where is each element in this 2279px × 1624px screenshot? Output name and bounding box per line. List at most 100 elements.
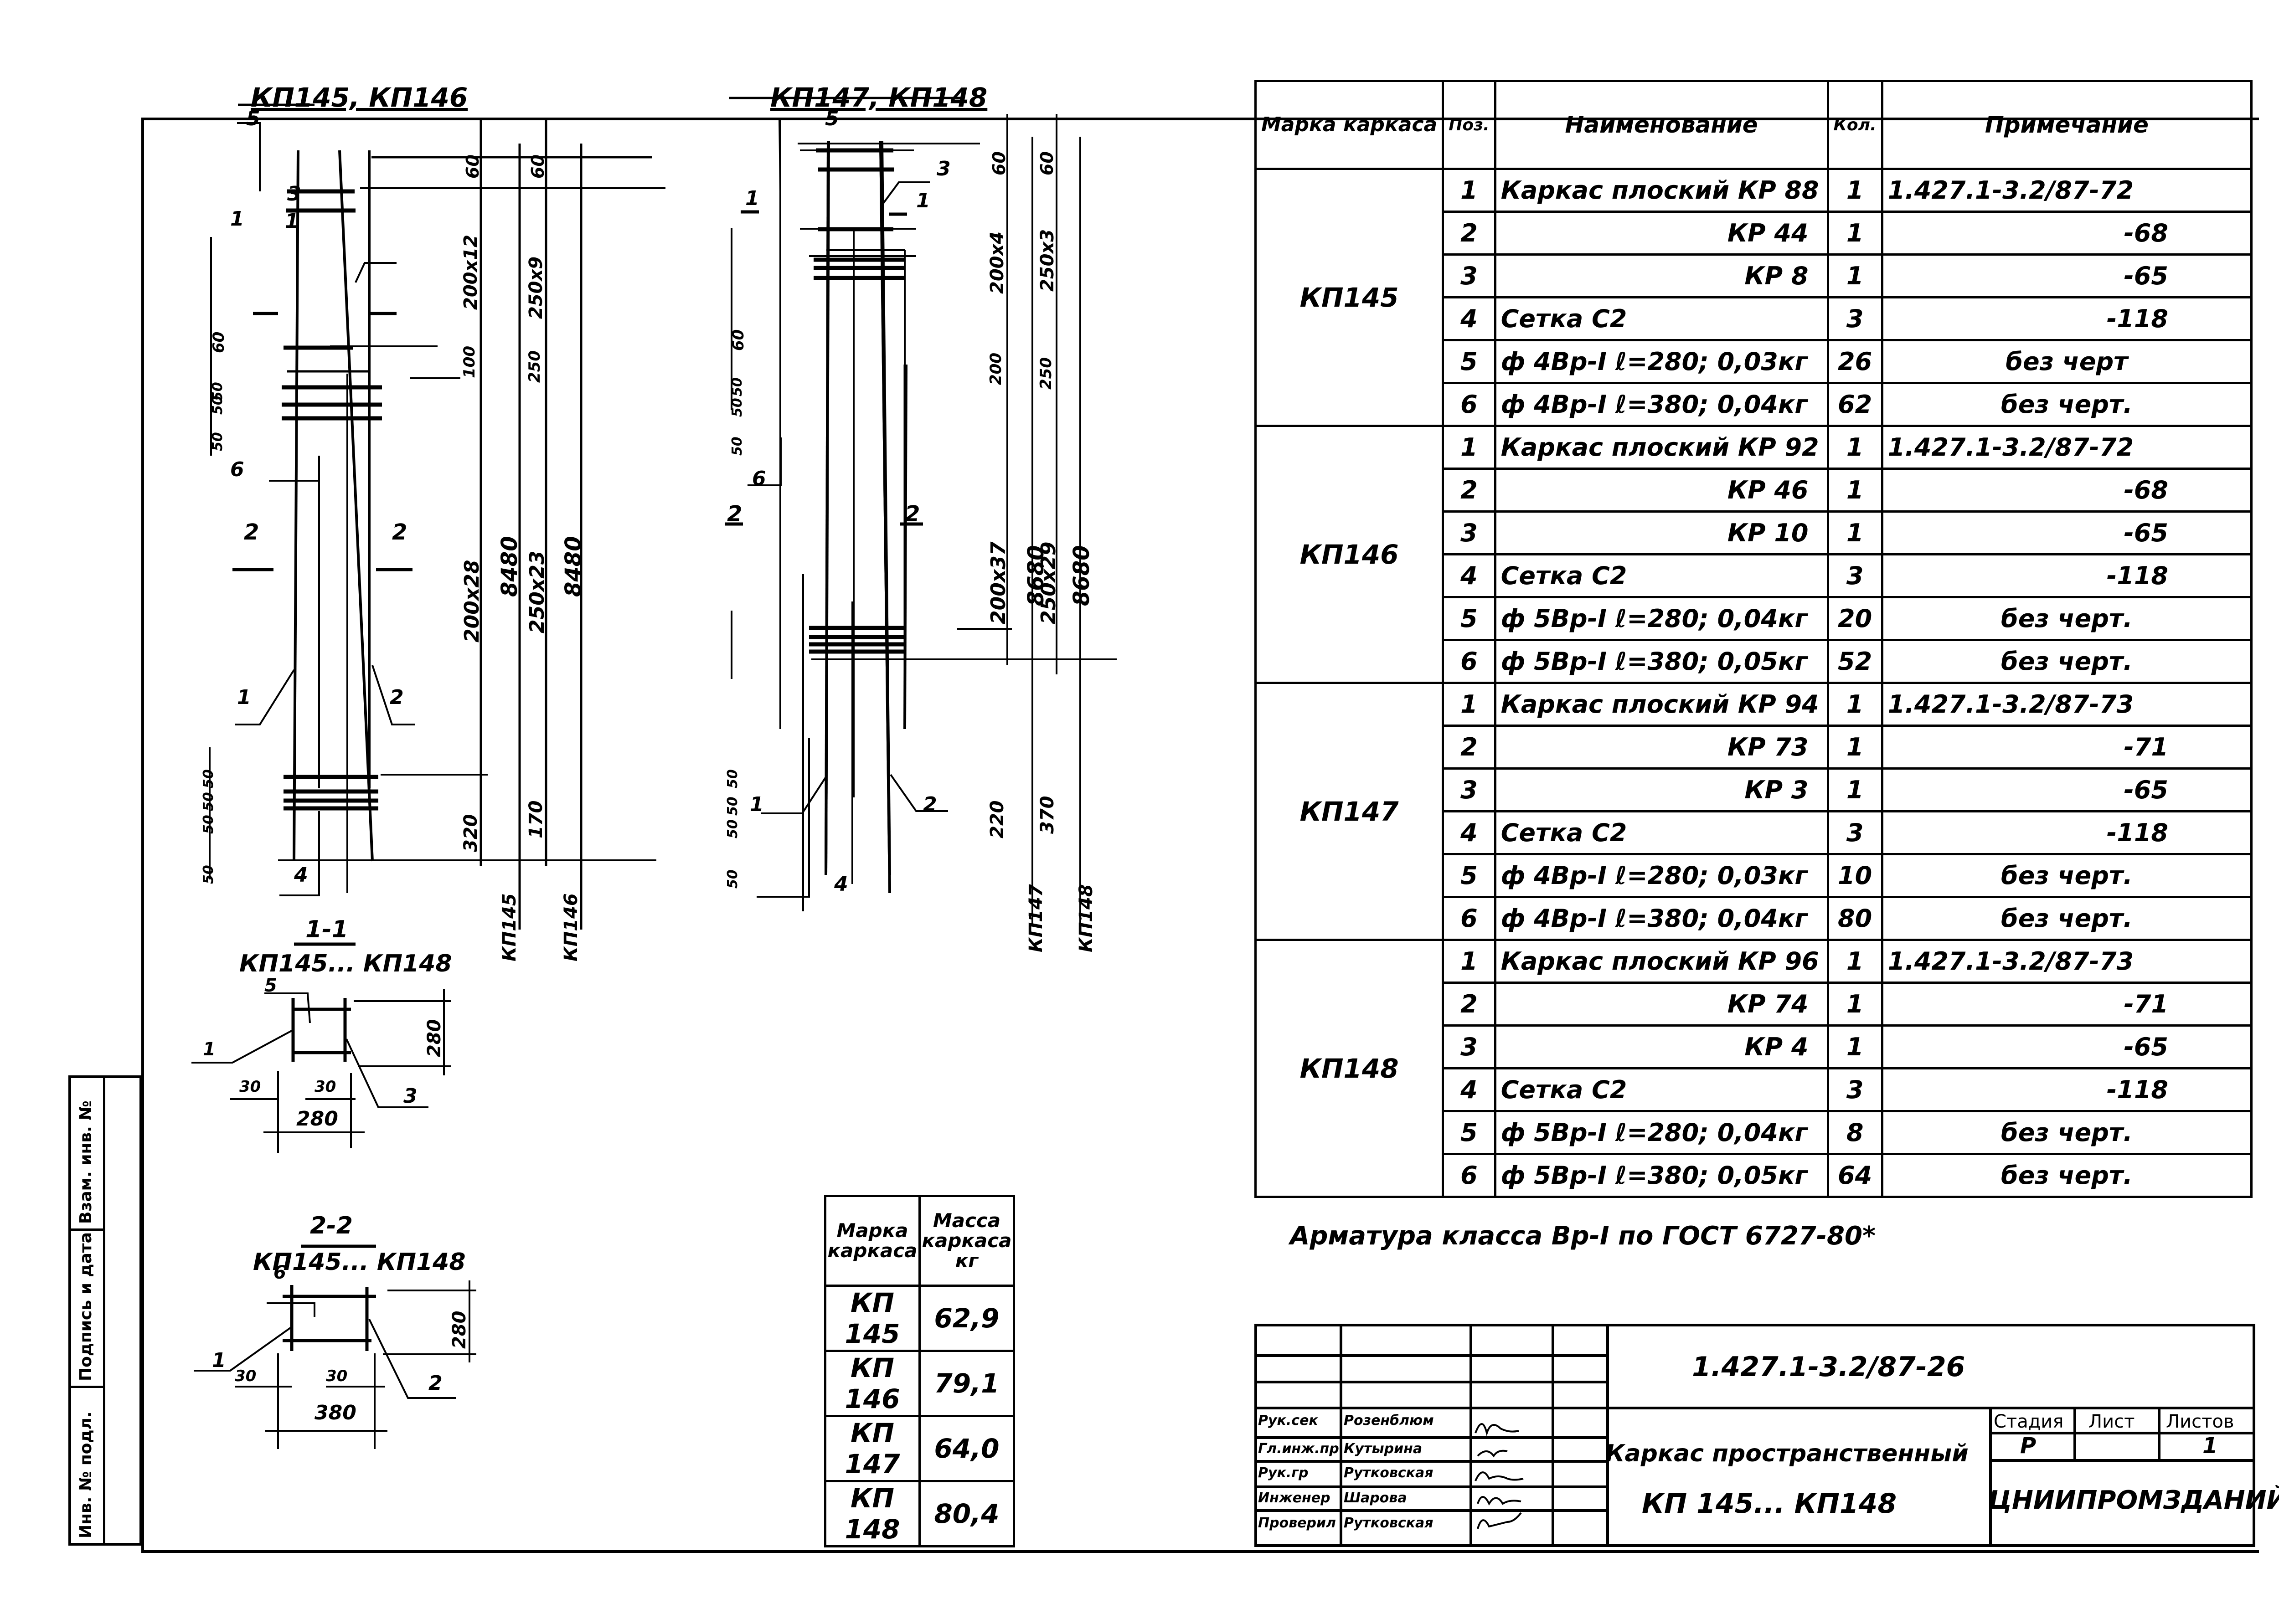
spec-qty: 1 bbox=[1826, 425, 1883, 470]
spec-frame-mark: КП147 bbox=[1254, 682, 1444, 941]
spec-pos: 2 bbox=[1442, 468, 1496, 513]
spec-header-mark: Марка каркаса bbox=[1254, 80, 1444, 170]
right-elevation-title: КП147, КП148 bbox=[770, 82, 988, 113]
spec-name: Сетка С2 bbox=[1494, 810, 1829, 855]
spec-pos: 2 bbox=[1442, 982, 1496, 1027]
spec-pos: 6 bbox=[1442, 1153, 1496, 1198]
section-1-callout-5: 5 bbox=[264, 975, 277, 996]
spec-name: ф 5Вр-I ℓ=380; 0,05кг bbox=[1494, 1153, 1829, 1198]
spec-header-name: Наименование bbox=[1494, 80, 1829, 170]
spec-note: без черт. bbox=[1881, 382, 2253, 427]
spec-note: без черт bbox=[1881, 339, 2253, 384]
section-mark-2-left: 2 bbox=[244, 519, 259, 545]
stage-header: Стадия bbox=[1994, 1411, 2064, 1432]
section-2-callout-6: 6 bbox=[273, 1262, 286, 1283]
spec-name: КР 8 bbox=[1494, 253, 1829, 298]
spec-name: КР 46 bbox=[1494, 468, 1829, 513]
spec-name: ф 5Вр-I ℓ=380; 0,05кг bbox=[1494, 639, 1829, 684]
spec-name: КР 10 bbox=[1494, 510, 1829, 555]
spec-header-qty: Кол. bbox=[1826, 80, 1883, 170]
section-1-title: 1-1 bbox=[305, 916, 348, 943]
section-1-callout-1: 1 bbox=[203, 1039, 216, 1060]
spec-pos: 5 bbox=[1442, 339, 1496, 384]
left-elevation-graphic bbox=[209, 103, 665, 930]
spec-note: -71 bbox=[1881, 982, 2253, 1027]
spec-pos: 3 bbox=[1442, 767, 1496, 812]
spec-name: Каркас плоский КР 94 bbox=[1494, 682, 1829, 727]
signature-role: Гл.инж.пр bbox=[1258, 1441, 1339, 1457]
spec-qty: 10 bbox=[1826, 853, 1883, 898]
mass-mark: КП 148 bbox=[824, 1480, 921, 1547]
spec-pos: 1 bbox=[1442, 939, 1496, 984]
spec-note: -68 bbox=[1881, 468, 2253, 513]
spec-note: -65 bbox=[1881, 767, 2253, 812]
spec-name: КР 3 bbox=[1494, 767, 1829, 812]
spec-qty: 1 bbox=[1826, 510, 1883, 555]
stamp-cell-original-inv: Инв. № подл. bbox=[71, 1388, 105, 1543]
section-1-callout-3: 3 bbox=[403, 1084, 418, 1108]
spec-note: без черт. bbox=[1881, 596, 2253, 641]
section-2-subtitle: КП145... КП148 bbox=[253, 1249, 466, 1276]
document-code: 1.427.1-3.2/87-26 bbox=[1692, 1351, 1965, 1383]
callout-pos-4: 4 bbox=[294, 863, 308, 887]
stage-value: Р bbox=[2020, 1433, 2037, 1459]
spec-note: без черт. bbox=[1881, 896, 2253, 941]
mass-mark: КП 147 bbox=[824, 1415, 921, 1482]
spec-pos: 6 bbox=[1442, 382, 1496, 427]
spec-pos: 2 bbox=[1442, 211, 1496, 256]
section-1-height: 280 bbox=[424, 1019, 445, 1058]
spec-name: ф 5Вр-I ℓ=280; 0,04кг bbox=[1494, 596, 1829, 641]
callout-pos-2: 2 bbox=[390, 686, 404, 709]
drawing-frame bbox=[141, 118, 2259, 1553]
callout-pos-4-r: 4 bbox=[834, 873, 848, 896]
section-mark-2-right-r: 2 bbox=[905, 501, 920, 527]
spec-name: КР 73 bbox=[1494, 725, 1829, 770]
mass-value: 79,1 bbox=[918, 1350, 1015, 1417]
signature-mark bbox=[1477, 1512, 1522, 1529]
spec-pos: 1 bbox=[1442, 682, 1496, 727]
mass-value: 64,0 bbox=[918, 1415, 1015, 1482]
spec-name: КР 74 bbox=[1494, 982, 1829, 1027]
signature-mark bbox=[1475, 1423, 1519, 1437]
spec-note: 1.427.1-3.2/87-72 bbox=[1881, 425, 2253, 470]
signature-role: Инженер bbox=[1258, 1490, 1330, 1506]
mass-header-mark: Марка каркаса bbox=[824, 1195, 921, 1287]
spec-note: -65 bbox=[1881, 1024, 2253, 1069]
section-2-offset-right: 30 bbox=[326, 1367, 348, 1385]
signature-role: Рук.сек bbox=[1258, 1413, 1318, 1429]
mass-value: 80,4 bbox=[918, 1480, 1015, 1547]
spec-name: Сетка С2 bbox=[1494, 553, 1829, 598]
title-line-2: КП 145... КП148 bbox=[1642, 1488, 1897, 1520]
spec-header-note: Примечание bbox=[1881, 80, 2253, 170]
spec-qty: 3 bbox=[1826, 553, 1883, 598]
spec-pos: 2 bbox=[1442, 725, 1496, 770]
spec-qty: 80 bbox=[1826, 896, 1883, 941]
spec-qty: 1 bbox=[1826, 468, 1883, 513]
spec-qty: 1 bbox=[1826, 725, 1883, 770]
signature-mark bbox=[1475, 1471, 1524, 1481]
sheets-header: Листов bbox=[2166, 1411, 2234, 1432]
spec-qty: 1 bbox=[1826, 1024, 1883, 1069]
spec-note: без черт. bbox=[1881, 1110, 2253, 1155]
spec-name: Сетка С2 bbox=[1494, 1067, 1829, 1112]
spec-qty: 1 bbox=[1826, 253, 1883, 298]
callout-pos-5-r: 5 bbox=[825, 107, 839, 130]
spec-note: -71 bbox=[1881, 725, 2253, 770]
spec-name: КР 44 bbox=[1494, 211, 1829, 256]
stamp-cell-signature-date: Подпись и дата bbox=[71, 1231, 105, 1388]
section-2-offset-left: 30 bbox=[235, 1367, 257, 1385]
spec-qty: 26 bbox=[1826, 339, 1883, 384]
specification-table: Марка каркаса Поз. Наименование Кол. При… bbox=[1254, 80, 2253, 1198]
